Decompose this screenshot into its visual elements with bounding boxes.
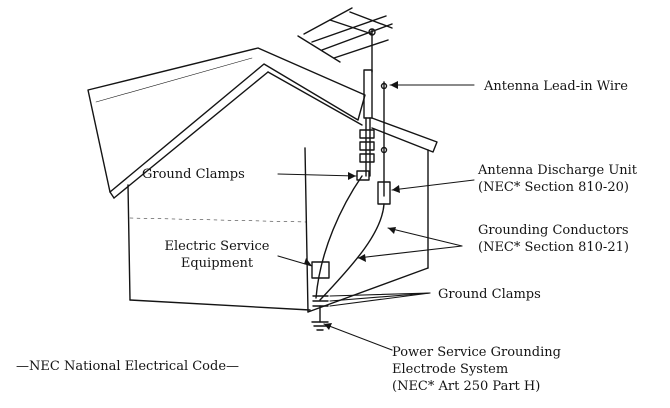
- grounding-conductors: [315, 175, 385, 301]
- ground-rod: [311, 305, 329, 331]
- label-line: Ground Clamps: [142, 167, 245, 182]
- antenna-discharge-label: Antenna Discharge Unit (NEC* Section 810…: [478, 162, 637, 196]
- antenna: [297, 7, 393, 73]
- footnote: —NEC National Electrical Code—: [16, 358, 239, 375]
- leader-lines: [277, 84, 475, 351]
- house-roof: [87, 47, 438, 199]
- label-line: Electric Service: [164, 239, 270, 254]
- label-line: Antenna Lead-in Wire: [484, 79, 628, 94]
- house-walls: [127, 147, 429, 313]
- label-line: (NEC* Section 810-21): [478, 240, 629, 255]
- antenna-mast: [359, 69, 375, 177]
- label-line: Electrode System: [392, 362, 509, 377]
- label-line: Power Service Grounding: [392, 345, 561, 360]
- electric-service-box: [311, 261, 330, 279]
- ground-clamps-upper-label: Ground Clamps: [142, 166, 245, 183]
- grounding-conductors-label: Grounding Conductors (NEC* Section 810-2…: [478, 222, 629, 256]
- label-line: Antenna Discharge Unit: [478, 163, 638, 178]
- label-line: Ground Clamps: [438, 287, 541, 302]
- footnote-text: —NEC National Electrical Code—: [16, 359, 240, 374]
- label-line: (NEC* Art 250 Part H): [392, 379, 541, 394]
- ground-clamps-lower-label: Ground Clamps: [438, 286, 541, 303]
- electric-service-label: Electric Service Equipment: [152, 238, 282, 272]
- label-line: (NEC* Section 810-20): [478, 180, 629, 195]
- antenna-lead-in-label: Antenna Lead-in Wire: [484, 78, 628, 95]
- arrowheads: [304, 81, 400, 330]
- lead-in-wire: [377, 81, 391, 205]
- label-line: Grounding Conductors: [478, 223, 629, 238]
- label-line: Equipment: [180, 256, 254, 271]
- power-service-label: Power Service Grounding Electrode System…: [392, 344, 561, 395]
- ground-clamps: [312, 170, 370, 307]
